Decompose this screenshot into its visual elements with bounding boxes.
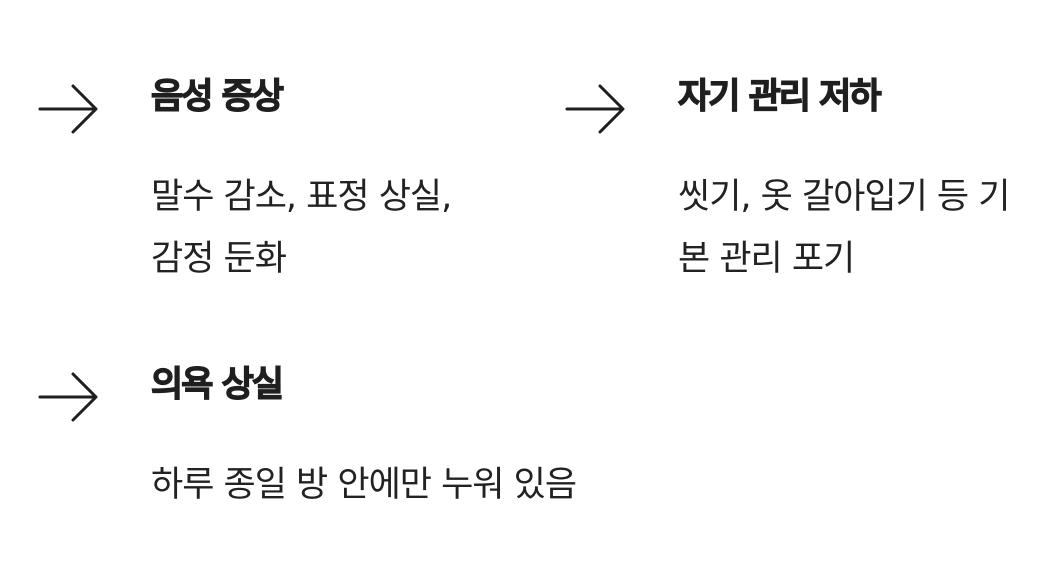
symptom-title: 음성 증상 bbox=[150, 77, 284, 117]
arrow-right-icon bbox=[38, 367, 98, 427]
symptom-description: 씻기, 옷 갈아입기 등 기 본 관리 포기 bbox=[678, 177, 1010, 279]
symptom-description: 말수 감소, 표정 상실, 감정 둔화 bbox=[151, 177, 452, 279]
arrow-right-icon bbox=[565, 79, 625, 139]
arrow-right-icon bbox=[38, 79, 98, 139]
symptom-title: 의욕 상실 bbox=[150, 365, 284, 405]
symptom-title: 자기 관리 저하 bbox=[677, 77, 882, 117]
symptom-description: 하루 종일 방 안에만 누워 있음 bbox=[151, 465, 577, 505]
